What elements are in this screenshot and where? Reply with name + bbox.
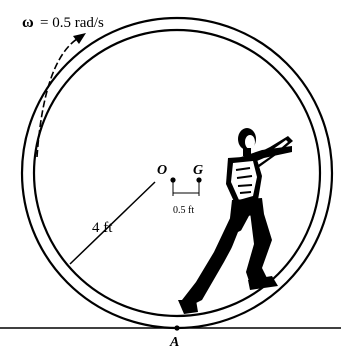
wheel-inner-ring xyxy=(32,28,322,318)
radius-line xyxy=(69,181,156,265)
rotation-arrow-icon xyxy=(36,33,86,158)
radius-label: 4 ft xyxy=(92,220,113,236)
omega-symbol: ω xyxy=(22,14,34,31)
point-a-label: A xyxy=(169,335,179,350)
wheel-outer-ring xyxy=(20,16,334,330)
omega-value-label: = 0.5 rad/s xyxy=(40,15,104,31)
point-g-dot xyxy=(196,177,202,183)
offset-dimension xyxy=(172,180,200,196)
offset-label: 0.5 ft xyxy=(173,205,194,216)
point-g-label: G xyxy=(193,163,203,178)
point-o-label: O xyxy=(157,163,167,178)
point-o-dot xyxy=(170,177,176,183)
point-a-dot xyxy=(174,325,180,331)
man-figure xyxy=(178,128,293,314)
